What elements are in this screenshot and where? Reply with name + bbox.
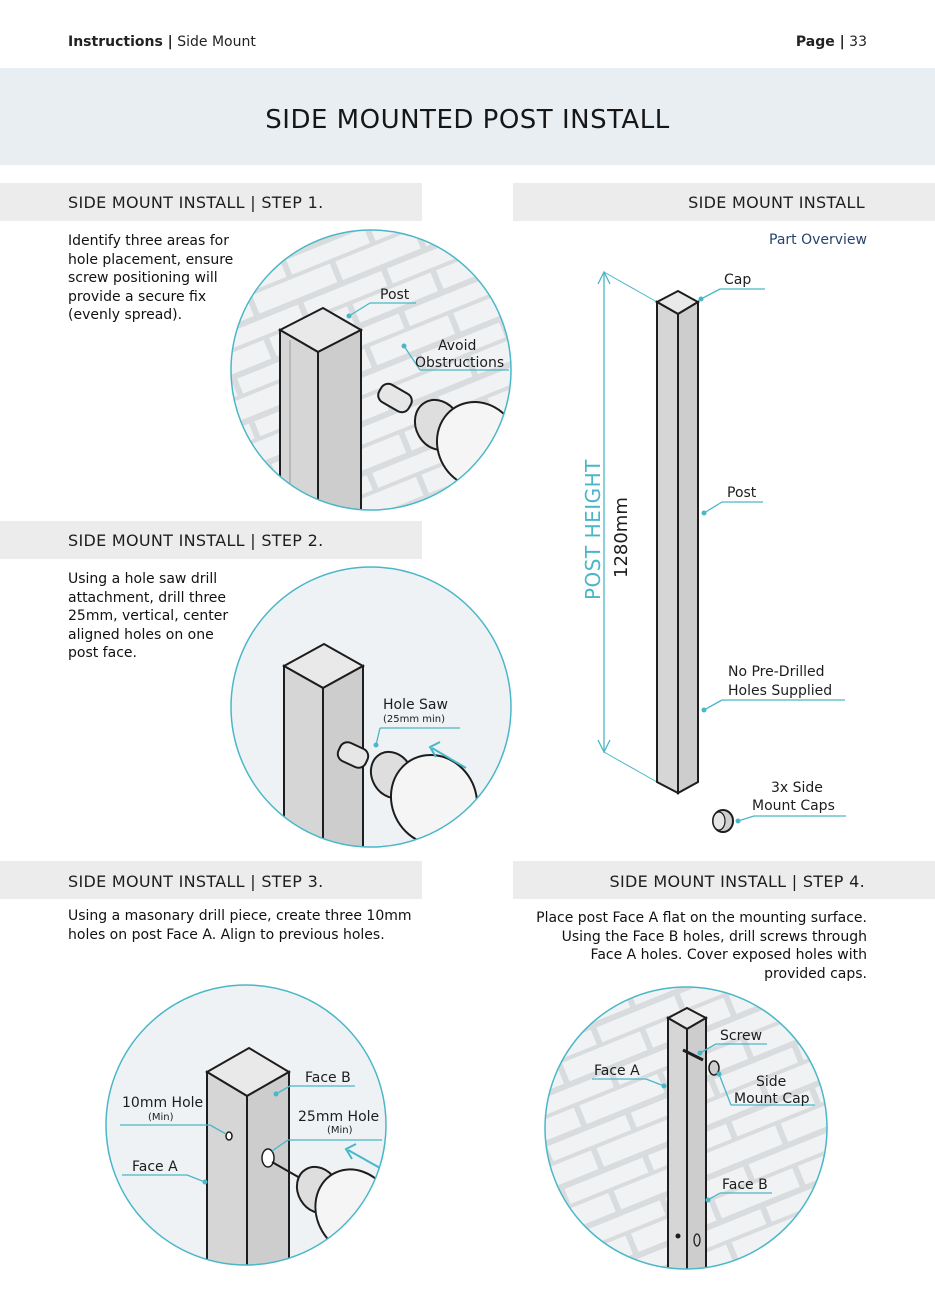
overview-post-face (656, 300, 679, 795)
label-post: Post (380, 287, 410, 303)
page-title: SIDE MOUNTED POST INSTALL (265, 105, 670, 135)
step4-text: Place post Face A flat on the mounting s… (447, 909, 867, 983)
page-number: 33 (849, 34, 867, 50)
step4-line: Place post Face A flat on the mounting s… (536, 910, 867, 926)
label-post: Post (727, 485, 757, 501)
step1-text: Identify three areas for hole placement,… (68, 232, 268, 325)
label-face-a: Face A (132, 1159, 178, 1175)
step1-line: (evenly spread). (68, 307, 183, 323)
step2-line: attachment, drill three (68, 589, 227, 606)
post-face-b (686, 1016, 707, 1269)
label-face-a: Face A (594, 1063, 640, 1079)
step2-line: aligned holes on one (68, 626, 214, 643)
step3-line: holes on post Face A. Align to previous … (68, 926, 385, 943)
step1-illustration: Post Avoid Obstructions (230, 229, 512, 511)
label-10mm-hole: 10mm Hole (122, 1095, 203, 1111)
side-mount-cap-icon (708, 1060, 720, 1076)
post-face-a (206, 1070, 248, 1265)
label-25mm-min: (Min) (327, 1125, 353, 1136)
post-height-label: POST HEIGHT (581, 459, 605, 600)
step2-text: Using a hole saw drill attachment, drill… (68, 570, 268, 663)
step3-line: Using a masonary drill piece, create thr… (68, 908, 412, 924)
step2-line: 25mm, vertical, center (68, 608, 229, 624)
step1-heading: SIDE MOUNT INSTALL | STEP 1. (68, 193, 324, 212)
step2-line: post face. (68, 645, 137, 661)
label-holes-supplied: Holes Supplied (728, 683, 832, 699)
step4-bar (513, 861, 935, 899)
step2-circle (230, 566, 512, 848)
label-face-b: Face B (305, 1070, 351, 1086)
label-25mm-hole: 25mm Hole (298, 1109, 379, 1125)
post-face (283, 664, 324, 847)
doc-section-label: Instructions | (68, 34, 173, 50)
label-screw: Screw (720, 1028, 762, 1044)
post-face-a (667, 1016, 688, 1269)
hole-10mm (225, 1131, 233, 1141)
step2-line: Using a hole saw drill (68, 571, 218, 587)
post-side (317, 328, 362, 510)
step3-bar (0, 861, 422, 899)
overview-heading: SIDE MOUNT INSTALL (688, 193, 865, 212)
label-3x-side: 3x Side (771, 780, 823, 796)
step4-line: Using the Face B holes, drill screws thr… (561, 928, 867, 945)
overview-subheading: Part Overview (769, 232, 867, 248)
hole-25mm (261, 1148, 275, 1168)
step2-heading: SIDE MOUNT INSTALL | STEP 2. (68, 531, 324, 550)
part-overview-illustration: POST HEIGHT 1280mm Cap Post No Pre-Drill… (581, 270, 846, 833)
post-face-b (246, 1070, 290, 1265)
step4-circle (544, 986, 828, 1270)
step1-line: provide a secure fix (68, 288, 207, 305)
doc-section-name: Side Mount (177, 34, 256, 50)
step2-bar (0, 521, 422, 559)
header-right: Page | 33 (796, 34, 867, 50)
step4-line: Face A holes. Cover exposed holes with (590, 947, 867, 963)
label-mount-caps: Mount Caps (752, 798, 835, 814)
step1-line: hole placement, ensure (68, 251, 234, 268)
label-mount-cap: Mount Cap (734, 1091, 810, 1107)
step4-illustration: Screw Face A Side Mount Cap Face B (544, 986, 828, 1270)
step3-circle (105, 984, 387, 1266)
label-10mm-min: (Min) (148, 1112, 174, 1123)
step1-line: screw positioning will (68, 270, 218, 286)
step1-bar (0, 183, 422, 221)
title-banner (0, 68, 935, 165)
label-no-pre-drilled: No Pre-Drilled (728, 664, 825, 680)
label-side: Side (756, 1074, 786, 1090)
step3-heading: SIDE MOUNT INSTALL | STEP 3. (68, 872, 324, 891)
page-label: Page | (795, 34, 845, 50)
step3-illustration: Face B 10mm Hole (Min) 25mm Hole (Min) F… (105, 984, 387, 1266)
step4-heading: SIDE MOUNT INSTALL | STEP 4. (609, 872, 865, 891)
step1-line: Identify three areas for (68, 233, 229, 249)
label-hole-saw: Hole Saw (383, 697, 448, 713)
screw-icon (682, 1048, 704, 1062)
post-height-value: 1280mm (611, 497, 632, 578)
overview-post-side (677, 300, 699, 795)
step1-circle (230, 229, 512, 511)
label-avoid: Avoid (438, 338, 476, 354)
label-face-b: Face B (722, 1177, 768, 1193)
post-face (279, 328, 319, 510)
step2-illustration: Hole Saw (25mm min) (230, 566, 512, 848)
label-cap: Cap (724, 272, 751, 288)
header-left: Instructions | Side Mount (68, 34, 256, 50)
label-obstructions: Obstructions (415, 355, 504, 371)
label-hole-saw-size: (25mm min) (383, 714, 445, 725)
post-side (322, 664, 364, 847)
step4-line: provided caps. (764, 965, 867, 982)
step3-text: Using a masonary drill piece, create thr… (68, 907, 468, 944)
overview-bar (513, 183, 935, 221)
